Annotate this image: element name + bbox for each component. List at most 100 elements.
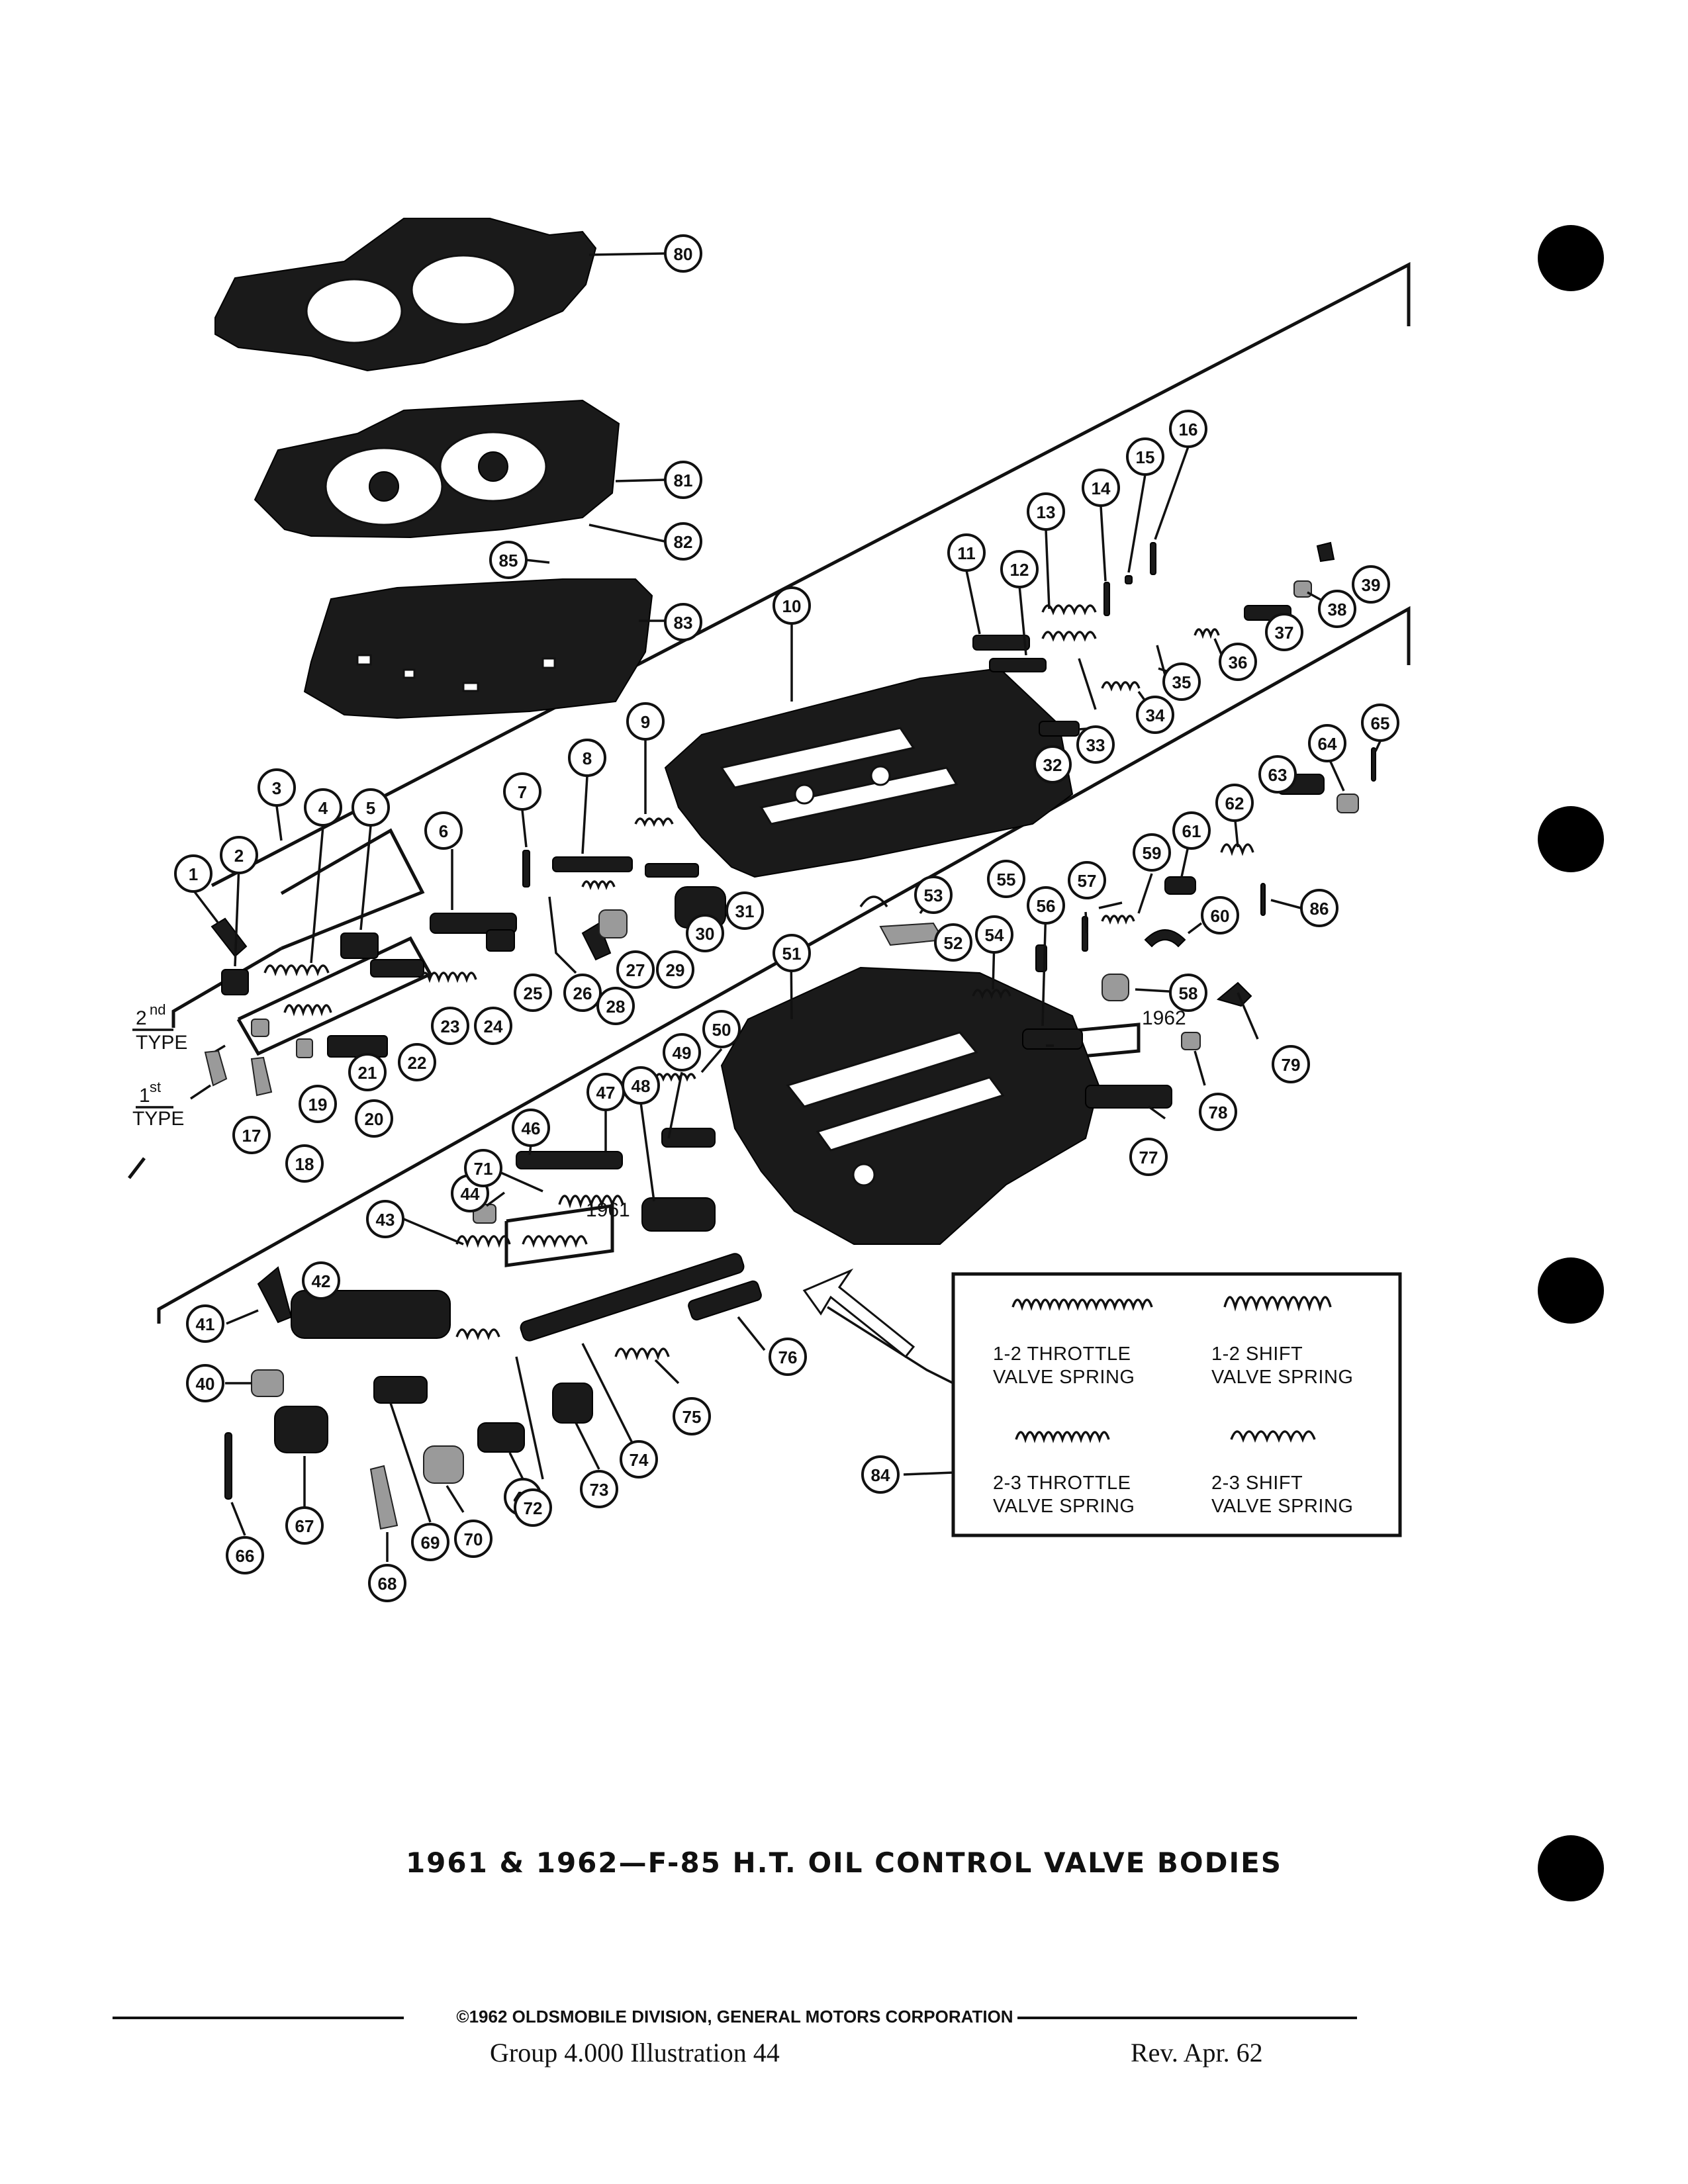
callout-23: 23 bbox=[431, 1007, 469, 1045]
callout-58: 58 bbox=[1169, 974, 1207, 1012]
callout-25: 25 bbox=[514, 974, 552, 1012]
callout-28: 28 bbox=[596, 987, 635, 1025]
callout-circle-84 bbox=[861, 1455, 900, 1494]
callout-number-29: 29 bbox=[666, 960, 685, 980]
callout-76: 76 bbox=[769, 1338, 807, 1376]
callout-circle-60 bbox=[1201, 896, 1239, 934]
callout-number-73: 73 bbox=[590, 1480, 609, 1500]
callout-number-13: 13 bbox=[1037, 502, 1056, 522]
callout-circle-3 bbox=[258, 768, 296, 807]
callout-number-57: 57 bbox=[1078, 871, 1097, 891]
callout-circle-68 bbox=[368, 1564, 406, 1602]
callout-74: 74 bbox=[620, 1440, 658, 1479]
callout-number-74: 74 bbox=[630, 1450, 649, 1470]
footer-group-illustration: Group 4.000 Illustration 44 bbox=[490, 2038, 780, 2068]
year-label-1962: 1962 bbox=[1142, 1007, 1186, 1029]
callout-circle-54 bbox=[975, 915, 1013, 954]
callout-circle-73 bbox=[580, 1470, 618, 1508]
separator-plate-83 bbox=[303, 578, 653, 719]
callout-number-54: 54 bbox=[985, 925, 1004, 945]
callout-13: 13 bbox=[1027, 492, 1065, 531]
callout-number-53: 53 bbox=[924, 886, 943, 905]
callout-55: 55 bbox=[987, 860, 1025, 898]
callout-number-12: 12 bbox=[1010, 560, 1029, 580]
legend-label-4: 2-3 SHIFT bbox=[1211, 1473, 1303, 1494]
callout-number-23: 23 bbox=[441, 1017, 460, 1036]
callout-31: 31 bbox=[726, 891, 764, 930]
callout-60: 60 bbox=[1201, 896, 1239, 934]
callout-80: 80 bbox=[664, 234, 702, 273]
copyright-text: ©1962 OLDSMOBILE DIVISION, GENERAL MOTOR… bbox=[452, 2007, 1017, 2026]
legend-label-2b: VALVE SPRING bbox=[1211, 1367, 1353, 1388]
callout-number-55: 55 bbox=[997, 870, 1016, 889]
page-footer: Group 4.000 Illustration 44 Rev. Apr. 62 bbox=[0, 2037, 1688, 2070]
callout-circle-61 bbox=[1172, 811, 1211, 850]
callout-circle-21 bbox=[348, 1053, 387, 1091]
callout-35: 35 bbox=[1162, 662, 1201, 701]
callout-number-38: 38 bbox=[1328, 600, 1347, 619]
legend-spring-1-2-throttle bbox=[1011, 1298, 1153, 1311]
callout-circle-9 bbox=[626, 702, 665, 741]
callout-68: 68 bbox=[368, 1564, 406, 1602]
legend-spring-1-2-shift bbox=[1223, 1296, 1332, 1312]
callout-circle-25 bbox=[514, 974, 552, 1012]
callout-number-43: 43 bbox=[376, 1210, 395, 1230]
callout-36: 36 bbox=[1219, 643, 1257, 681]
callout-number-5: 5 bbox=[366, 798, 375, 818]
callout-75: 75 bbox=[673, 1397, 711, 1435]
callout-18: 18 bbox=[285, 1144, 324, 1183]
callout-49: 49 bbox=[663, 1033, 701, 1071]
callout-7: 7 bbox=[503, 772, 541, 811]
callout-number-67: 67 bbox=[295, 1516, 314, 1536]
callout-5: 5 bbox=[352, 788, 390, 827]
callout-circle-59 bbox=[1133, 833, 1171, 872]
callout-number-83: 83 bbox=[674, 613, 693, 633]
callout-14: 14 bbox=[1082, 469, 1120, 507]
callout-circle-1 bbox=[174, 854, 212, 893]
callout-50: 50 bbox=[702, 1010, 741, 1048]
type-2nd-num: 2 bbox=[136, 1007, 147, 1029]
callout-number-81: 81 bbox=[674, 471, 693, 490]
callout-circle-51 bbox=[773, 934, 811, 972]
callout-circle-85 bbox=[489, 541, 528, 579]
arrow-84 bbox=[802, 1268, 915, 1359]
callout-82: 82 bbox=[664, 522, 702, 561]
callout-77: 77 bbox=[1129, 1138, 1168, 1176]
callout-circle-65 bbox=[1361, 704, 1399, 742]
callout-number-59: 59 bbox=[1143, 843, 1162, 863]
callout-circle-48 bbox=[622, 1066, 660, 1105]
callout-84: 84 bbox=[861, 1455, 900, 1494]
callout-circle-86 bbox=[1300, 889, 1338, 927]
callout-48: 48 bbox=[622, 1066, 660, 1105]
callout-number-4: 4 bbox=[318, 798, 328, 818]
callout-54: 54 bbox=[975, 915, 1013, 954]
type-1st-word: TYPE bbox=[132, 1108, 184, 1130]
callout-70: 70 bbox=[454, 1520, 492, 1558]
valve-body-cover-81 bbox=[254, 399, 620, 539]
callout-number-14: 14 bbox=[1092, 478, 1111, 498]
callout-86: 86 bbox=[1300, 889, 1338, 927]
callout-number-79: 79 bbox=[1282, 1055, 1301, 1075]
callout-circle-80 bbox=[664, 234, 702, 273]
callout-circle-81 bbox=[664, 461, 702, 499]
year-label-1961: 1961 bbox=[586, 1199, 630, 1221]
diagram-labels: 1962 1961 2 nd TYPE 1 st TYPE bbox=[132, 1001, 1186, 1221]
callout-circle-55 bbox=[987, 860, 1025, 898]
callout-circle-5 bbox=[352, 788, 390, 827]
callout-number-35: 35 bbox=[1172, 672, 1192, 692]
callout-number-2: 2 bbox=[234, 846, 244, 866]
callout-number-1: 1 bbox=[189, 864, 198, 884]
callout-3: 3 bbox=[258, 768, 296, 807]
callout-53: 53 bbox=[914, 876, 953, 914]
callout-56: 56 bbox=[1027, 886, 1065, 925]
callout-circle-53 bbox=[914, 876, 953, 914]
callout-40: 40 bbox=[186, 1364, 224, 1402]
legend-label-4b: VALVE SPRING bbox=[1211, 1496, 1353, 1517]
callout-circle-27 bbox=[616, 950, 655, 989]
callout-number-22: 22 bbox=[408, 1053, 427, 1073]
copyright-line: ©1962 OLDSMOBILE DIVISION, GENERAL MOTOR… bbox=[113, 2007, 1357, 2027]
callout-72: 72 bbox=[514, 1488, 552, 1527]
callout-number-15: 15 bbox=[1136, 447, 1155, 467]
callout-circle-63 bbox=[1258, 755, 1297, 794]
